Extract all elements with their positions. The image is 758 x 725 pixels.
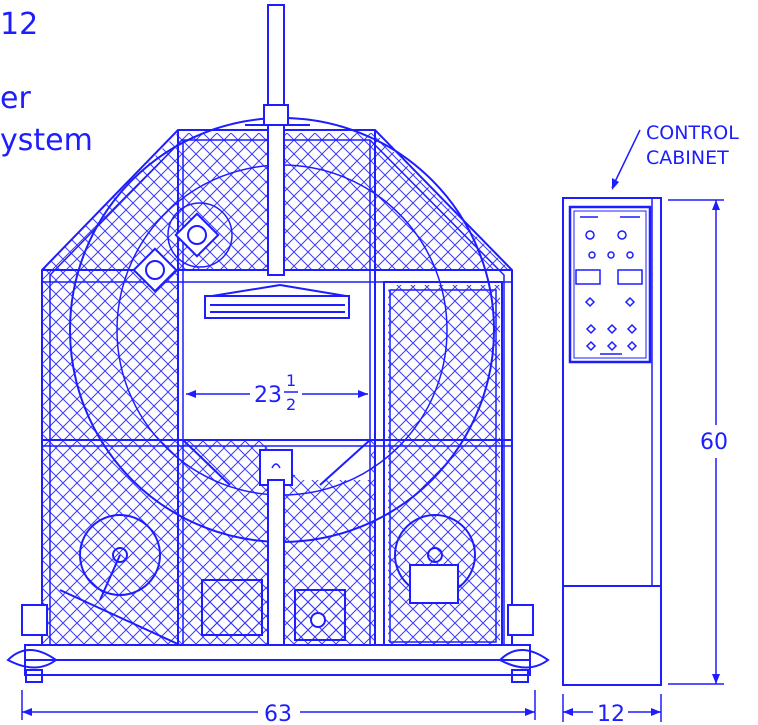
machine-enclosure <box>6 4 550 683</box>
dim-overall-width: 63 <box>264 702 292 725</box>
carriage <box>204 284 350 319</box>
dim-cabinet-width: 12 <box>597 702 625 725</box>
control-label-line-2: CABINET <box>646 147 729 169</box>
dim-inner-denominator: 2 <box>286 395 296 414</box>
vertical-ram <box>267 4 285 276</box>
title-line-3: ystem <box>0 123 93 158</box>
roller-2 <box>132 247 178 293</box>
control-leader-line <box>611 129 641 190</box>
motor-left <box>201 579 263 636</box>
title-number: 12 <box>0 7 38 42</box>
control-cabinet <box>562 197 662 686</box>
roller-1 <box>167 202 233 268</box>
control-panel <box>568 205 652 364</box>
dimension-cabinet-height <box>668 199 724 685</box>
control-label-line-1: CONTROL <box>646 122 739 144</box>
dim-inner-whole: 23 <box>254 383 282 408</box>
motor-center <box>294 589 346 641</box>
dim-cabinet-height: 60 <box>700 430 728 455</box>
title-line-2: er <box>0 81 31 116</box>
foot-right <box>498 604 550 683</box>
dimension-inner-width <box>186 390 368 398</box>
dim-inner-numerator: 1 <box>286 371 296 390</box>
foot-left <box>6 604 58 683</box>
dimension-cabinet-width <box>562 694 662 722</box>
pulley-left <box>79 514 161 596</box>
motor-right <box>409 564 459 604</box>
dimension-overall-width <box>21 690 536 720</box>
